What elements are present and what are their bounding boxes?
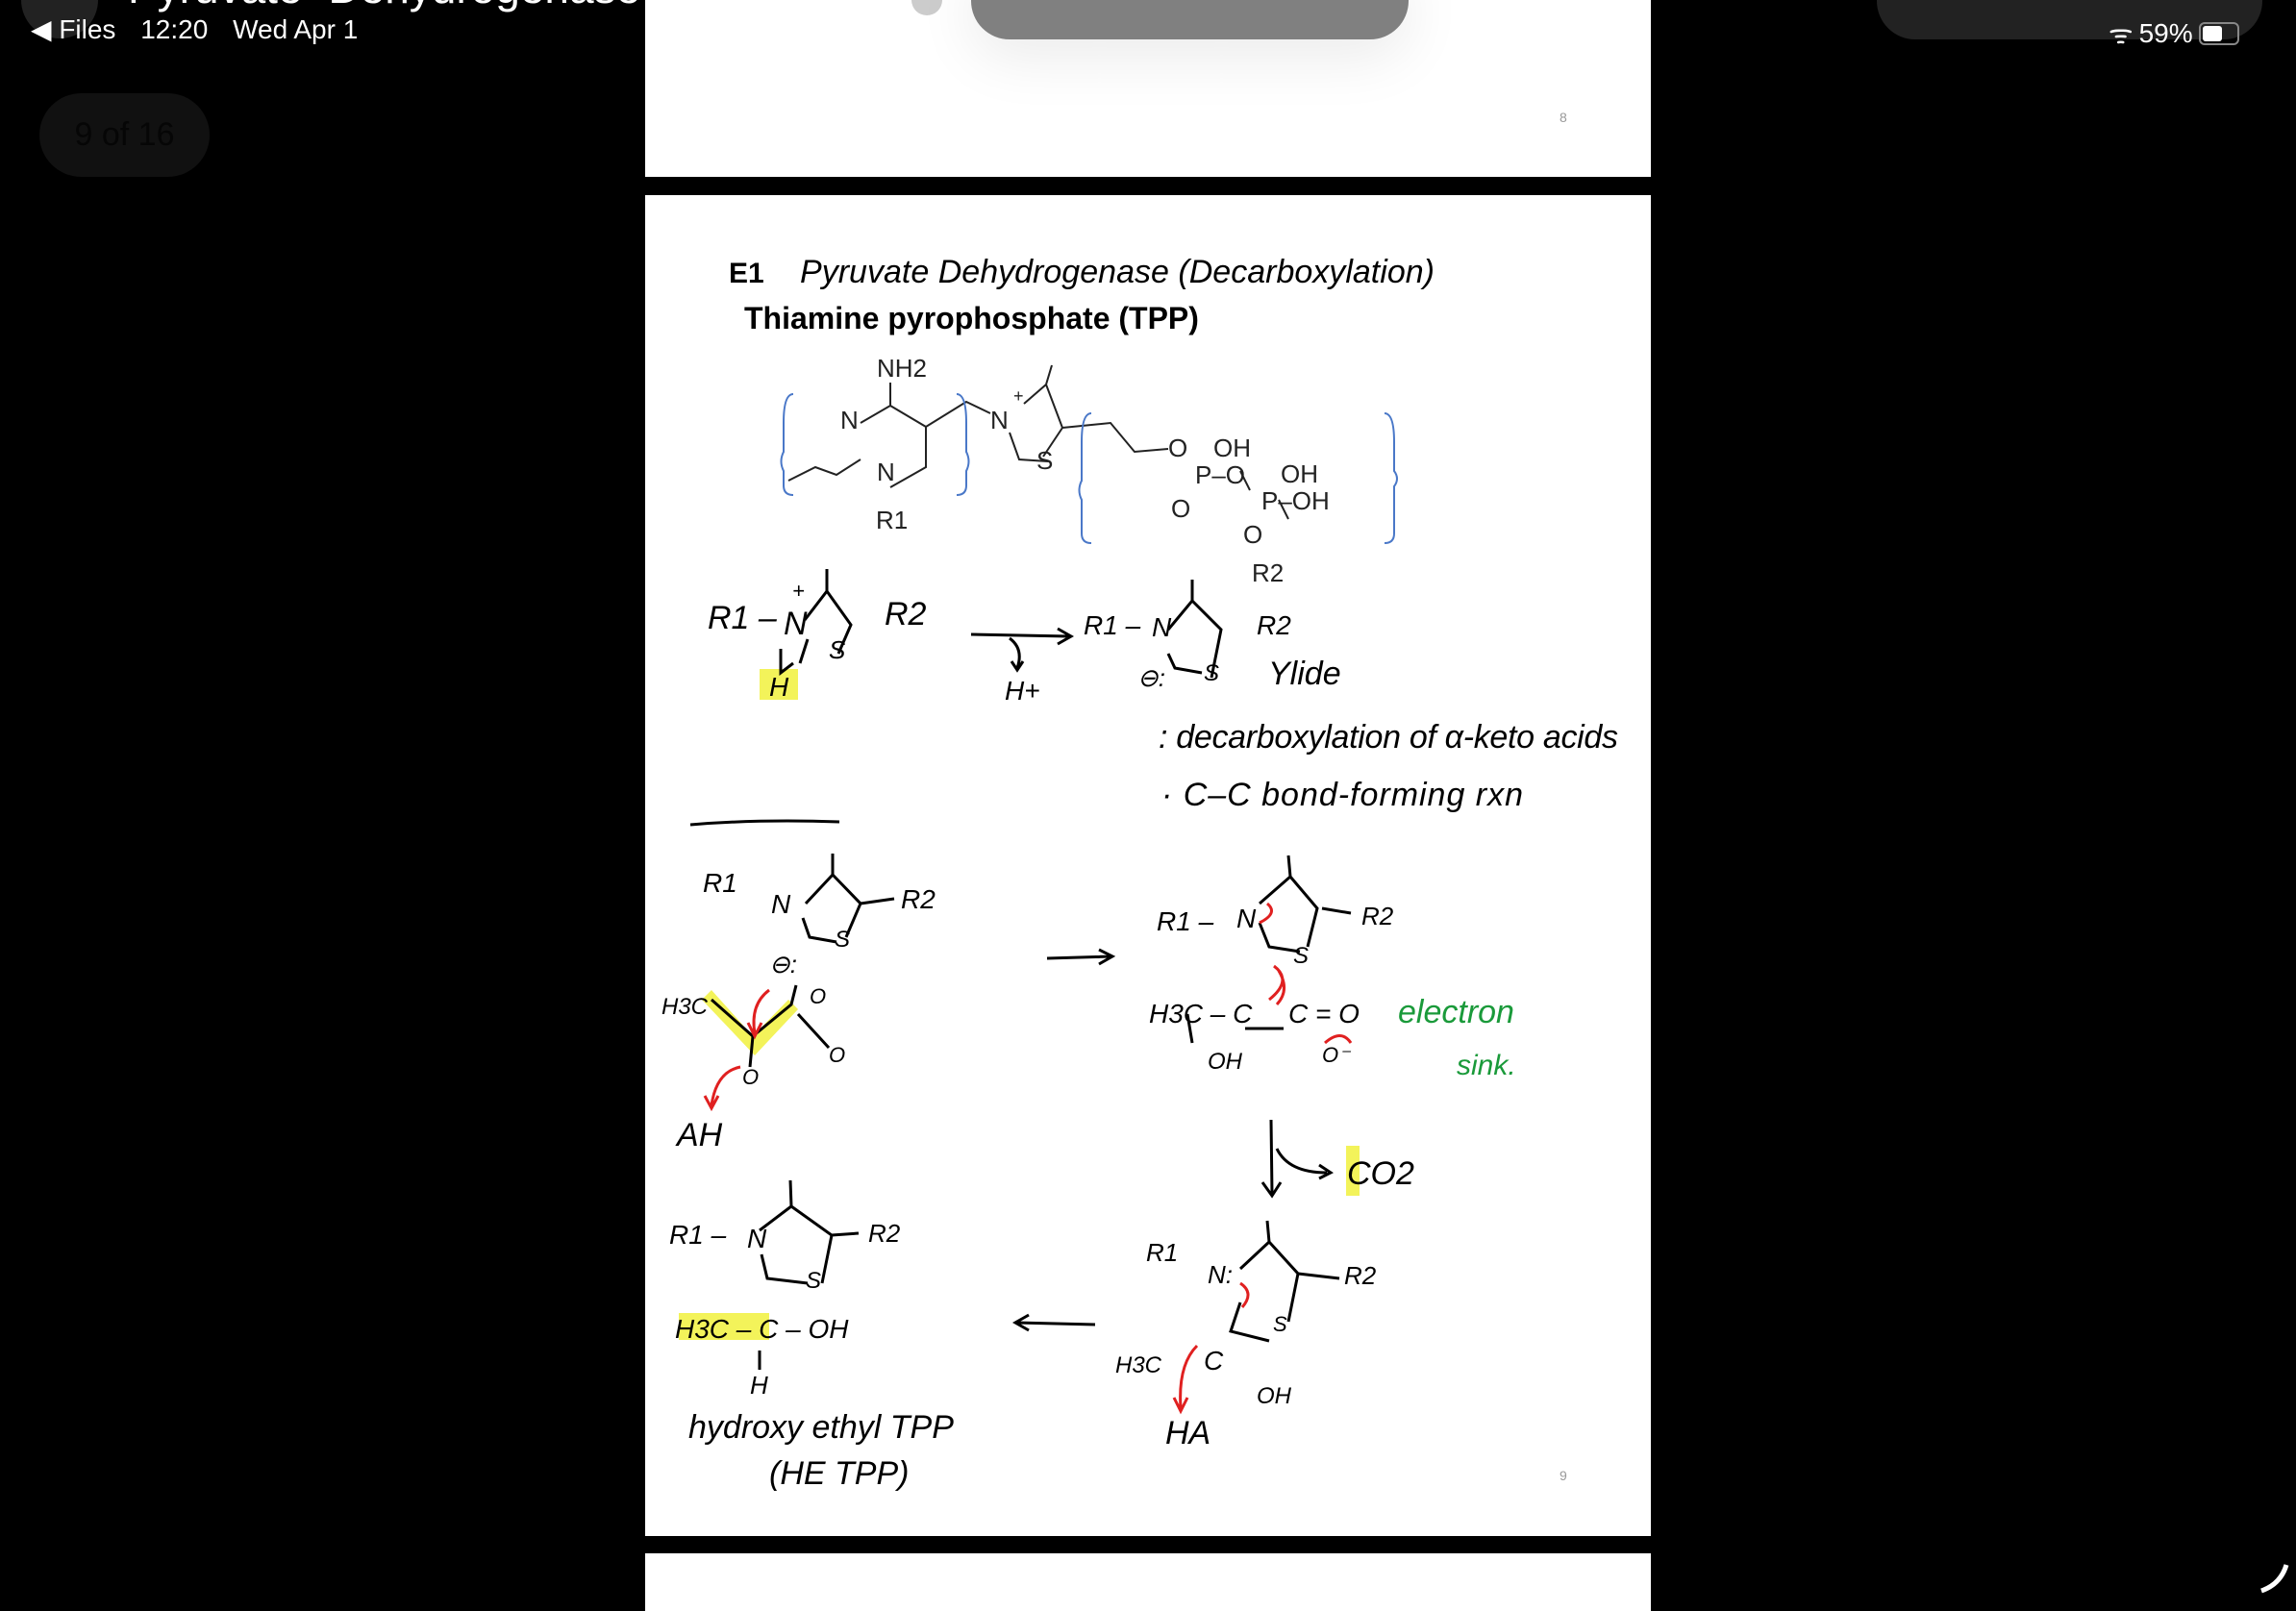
step1-structure [689, 569, 1223, 827]
svg-text:OH: OH [1208, 1049, 1243, 1075]
electron-sink-label: electron [1398, 994, 1514, 1030]
svg-text:N: N [1152, 612, 1172, 642]
svg-text:⊖:: ⊖: [1137, 663, 1165, 692]
step1-labels: R1 – N + R2 S H H+ R1 – N R2 S ⊖: Ylide … [708, 579, 1618, 813]
svg-text:H3C: H3C [1115, 1352, 1162, 1378]
svg-text:OH: OH [1257, 1383, 1292, 1409]
svg-text:N: N [990, 406, 1009, 434]
svg-text:OH: OH [1281, 459, 1318, 488]
electron-arrows [703, 902, 1353, 1415]
tpp-structure [780, 364, 1398, 544]
svg-text:O: O [1171, 494, 1190, 523]
co2-label: CO2 [1347, 1155, 1414, 1192]
svg-text:S: S [1204, 660, 1219, 686]
svg-text:O: O [1168, 434, 1187, 462]
page-indicator: 9 of 16 [39, 93, 210, 177]
svg-text:N: N [877, 458, 895, 486]
svg-text:H+: H+ [1005, 676, 1040, 706]
document-title: Pyruvate+Dehydrogenase+Compl [128, 0, 794, 10]
svg-text:R2: R2 [1344, 1261, 1377, 1290]
svg-text:Ylide: Ylide [1268, 656, 1341, 692]
right-toolbar[interactable] [1877, 0, 2262, 39]
toolbar-handle[interactable] [911, 0, 942, 15]
battery-icon [2198, 22, 2239, 45]
page-number-8: 8 [1560, 110, 1567, 125]
svg-text:H3C: H3C [661, 994, 709, 1020]
step4-5-structure [758, 1179, 1340, 1370]
status-bar-right: ᯤ 59% [2109, 15, 2239, 52]
note-1: : decarboxylation of α-keto acids [1159, 719, 1618, 756]
svg-text:⊖:: ⊖: [769, 950, 797, 979]
svg-text:O: O [810, 984, 826, 1008]
svg-text:S: S [1036, 446, 1053, 475]
svg-text:N: N [784, 606, 808, 642]
svg-text:R1: R1 [1146, 1238, 1178, 1267]
svg-text:H3C – C: H3C – C [1149, 999, 1253, 1029]
svg-text:O: O [1243, 520, 1262, 549]
back-to-files-link[interactable]: ◀ Files [31, 14, 116, 44]
svg-text:C = O: C = O [1288, 999, 1360, 1029]
battery-percent: 59% [2138, 18, 2193, 48]
svg-text:C: C [1204, 1346, 1224, 1376]
svg-text:N: N [747, 1224, 767, 1253]
svg-text:S: S [835, 927, 850, 953]
step2-labels: R1 N R2 S ⊖: O H3C O O AH R1 – N R2 S H3… [661, 868, 1516, 1192]
markup-toolbar[interactable] [971, 0, 1409, 39]
svg-text:HA: HA [1165, 1415, 1210, 1451]
note-2: · C–C bond-forming rxn [1161, 777, 1523, 813]
svg-text:R1 –: R1 – [1157, 906, 1214, 936]
svg-text:O: O [829, 1043, 845, 1067]
svg-text:+: + [792, 579, 805, 603]
svg-text:R1: R1 [876, 506, 908, 534]
svg-text:R2: R2 [885, 596, 927, 632]
page-number-9: 9 [1560, 1468, 1567, 1483]
wifi-icon: ᯤ [2109, 19, 2134, 49]
svg-text:R1 –: R1 – [708, 600, 778, 636]
svg-text:N: N [771, 889, 791, 919]
hetpp-name: hydroxy ethyl TPP [688, 1409, 954, 1446]
svg-text:N:: N: [1208, 1260, 1233, 1289]
svg-text:NH2: NH2 [877, 354, 927, 383]
heading: Pyruvate Dehydrogenase (Decarboxylation) [800, 254, 1435, 290]
svg-text:(HE TPP): (HE TPP) [769, 1455, 909, 1492]
status-bar-left: ◀ Files 12:20 Wed Apr 1 [31, 15, 375, 44]
heading-prefix: E1 [729, 258, 764, 289]
svg-text:sink.: sink. [1457, 1050, 1516, 1081]
next-page [645, 1553, 1651, 1611]
svg-text:P–O: P–O [1195, 460, 1245, 489]
step4-5-labels: R1 N: R2 S H3C C OH HA R1 – N R2 S H3C –… [669, 1219, 1377, 1492]
svg-text:H3C – C – OH: H3C – C – OH [675, 1314, 849, 1344]
svg-text:O⁻: O⁻ [1322, 1043, 1352, 1067]
subheading: Thiamine pyrophosphate (TPP) [744, 301, 1199, 335]
svg-text:R1: R1 [703, 868, 737, 898]
svg-text:+: + [1013, 386, 1024, 406]
status-date: Wed Apr 1 [233, 14, 359, 44]
svg-text:H: H [769, 672, 789, 702]
svg-text:R1 –: R1 – [1084, 610, 1141, 640]
status-time: 12:20 [140, 14, 209, 44]
svg-text:R1 –: R1 – [669, 1220, 727, 1250]
current-page [645, 195, 1651, 1536]
svg-text:OH: OH [1213, 434, 1251, 462]
svg-text:S: S [829, 635, 846, 664]
svg-text:R2: R2 [1257, 610, 1291, 640]
highlights [679, 669, 1360, 1340]
svg-text:R2: R2 [1252, 558, 1284, 587]
svg-text:S: S [1273, 1312, 1287, 1336]
svg-text:O: O [742, 1065, 759, 1089]
svg-text:H: H [750, 1371, 768, 1400]
tpp-labels: NH2 N N N + S O OH P–O OH P–OH O O R1 R2 [840, 354, 1330, 587]
svg-text:N: N [840, 406, 859, 434]
svg-text:AH: AH [675, 1117, 723, 1153]
svg-text:S: S [806, 1268, 821, 1294]
scroll-indicator[interactable] [2260, 1564, 2289, 1594]
svg-text:S: S [1293, 943, 1309, 969]
svg-text:N: N [1236, 904, 1257, 933]
step2-structure [711, 854, 1352, 1199]
svg-text:R2: R2 [868, 1219, 901, 1248]
svg-text:R2: R2 [901, 884, 936, 914]
svg-text:R2: R2 [1361, 902, 1394, 930]
svg-text:P–OH: P–OH [1261, 486, 1330, 515]
